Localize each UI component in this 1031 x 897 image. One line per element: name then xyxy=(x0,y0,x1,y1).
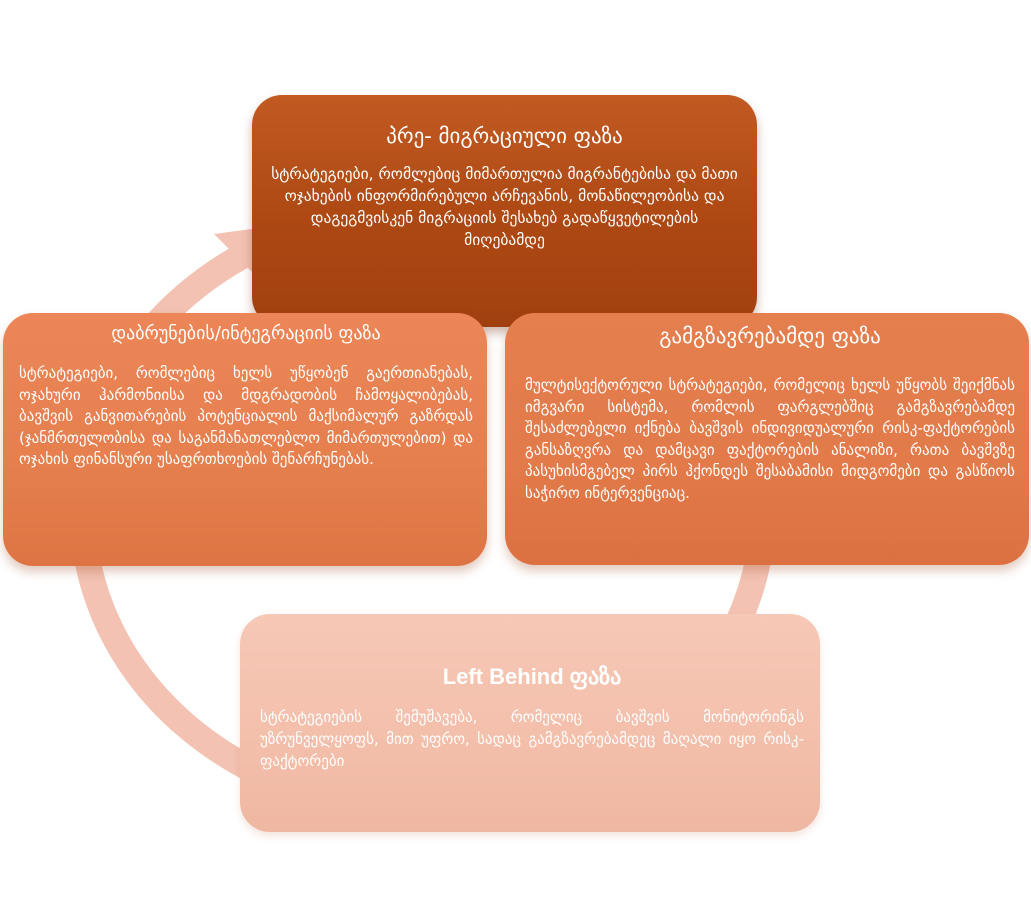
pre-migration-phase-text: სტრატეგიები, რომლებიც მიმართულია მიგრანტ… xyxy=(271,165,738,249)
pre-migration-phase-title: პრე- მიგრაციული ფაზა xyxy=(386,124,623,148)
left-behind-phase-title: Left Behind ფაზა xyxy=(442,664,622,689)
pre-migration-phase-box: პრე- მიგრაციული ფაზა სტრატეგიები, რომლებ… xyxy=(252,95,757,327)
return-phase-text: სტრატეგიები, რომლებიც ხელს უწყობენ გაერთ… xyxy=(19,364,473,468)
return-phase-title: დაბრუნების/ინტეგრაციის ფაზა xyxy=(111,323,381,344)
left-behind-phase-text: სტრატეგიების შემუშავება, რომელიც ბავშვის… xyxy=(260,708,804,770)
return-phase-box: დაბრუნების/ინტეგრაციის ფაზა სტრატეგიები,… xyxy=(3,313,487,566)
travel-phase-box: გამგზავრებამდე ფაზა მულტისექტორული სტრატ… xyxy=(505,313,1029,565)
travel-phase-title: გამგზავრებამდე ფაზა xyxy=(659,324,881,348)
left-behind-phase-box: Left Behind ფაზა სტრატეგიების შემუშავება… xyxy=(240,614,820,832)
travel-phase-text: მულტისექტორული სტრატეგიები, რომელიც ხელს… xyxy=(525,376,1015,502)
